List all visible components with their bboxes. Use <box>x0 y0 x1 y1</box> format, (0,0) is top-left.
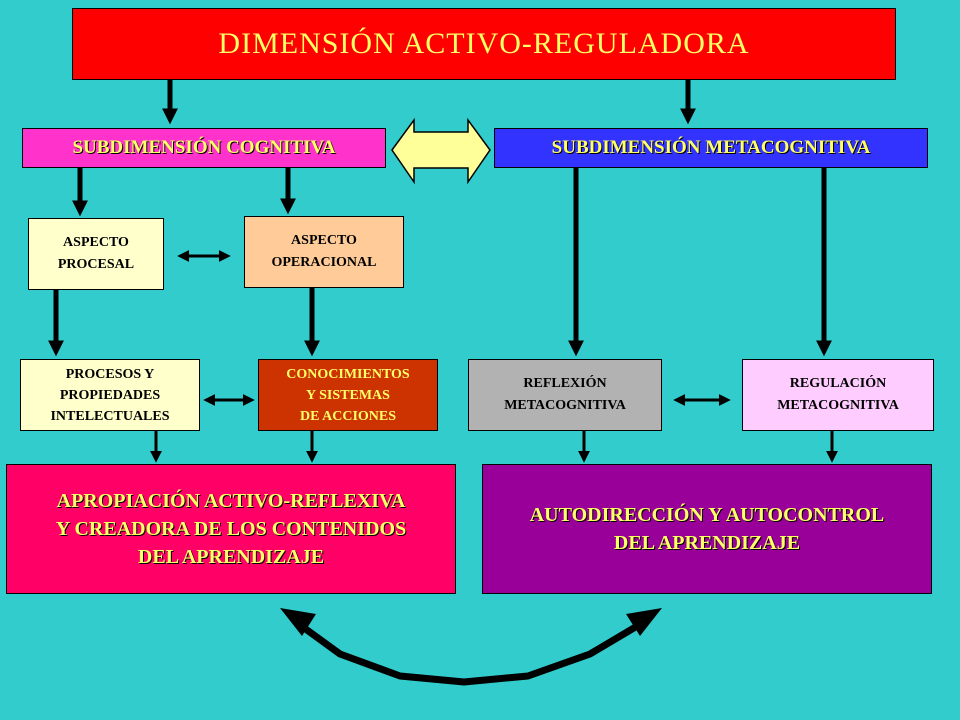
subdimension-metacognitiva: SUBDIMENSIÓN METACOGNITIVA <box>494 128 928 168</box>
regulacion-label: REGULACIÓN METACOGNITIVA <box>777 376 899 413</box>
title-text: DIMENSIÓN ACTIVO-REGULADORA <box>218 27 750 60</box>
aspecto-procesal-label: ASPECTO PROCESAL <box>57 235 135 272</box>
subdimension-cognitiva-label: SUBDIMENSIÓN COGNITIVA <box>72 137 336 158</box>
autodireccion-box: AUTODIRECCIÓN Y AUTOCONTROL DEL APRENDIZ… <box>482 464 932 594</box>
curved-arrow-left-head <box>280 608 316 636</box>
regulacion-box: REGULACIÓN METACOGNITIVA <box>742 359 934 431</box>
title-box: DIMENSIÓN ACTIVO-REGULADORA <box>72 8 896 80</box>
aspecto-procesal-box: ASPECTO PROCESAL <box>28 218 164 290</box>
conocimientos-label: CONOCIMIENTOS Y SISTEMAS DE ACCIONES <box>286 366 410 424</box>
conocimientos-box: CONOCIMIENTOS Y SISTEMAS DE ACCIONES <box>258 359 438 431</box>
aspecto-operacional-label: ASPECTO OPERACIONAL <box>271 233 377 270</box>
procesos-label: PROCESOS Y PROPIEDADES INTELECTUALES <box>50 366 170 424</box>
procesos-box: PROCESOS Y PROPIEDADES INTELECTUALES <box>20 359 200 431</box>
reflexion-label: REFLEXIÓN METACOGNITIVA <box>504 376 626 413</box>
apropiacion-box: APROPIACIÓN ACTIVO-REFLEXIVA Y CREADORA … <box>6 464 456 594</box>
autodireccion-label: AUTODIRECCIÓN Y AUTOCONTROL DEL APRENDIZ… <box>529 504 885 554</box>
subdimension-cognitiva: SUBDIMENSIÓN COGNITIVA <box>22 128 386 168</box>
subdimension-metacognitiva-label: SUBDIMENSIÓN METACOGNITIVA <box>551 137 871 158</box>
aspecto-operacional-box: ASPECTO OPERACIONAL <box>244 216 404 288</box>
curved-arrow-right-head <box>626 608 662 636</box>
curved-arrow-outcomes <box>293 618 646 686</box>
double-arrow-subdimensions <box>391 117 491 185</box>
apropiacion-label: APROPIACIÓN ACTIVO-REFLEXIVA Y CREADORA … <box>55 490 407 568</box>
reflexion-box: REFLEXIÓN METACOGNITIVA <box>468 359 662 431</box>
